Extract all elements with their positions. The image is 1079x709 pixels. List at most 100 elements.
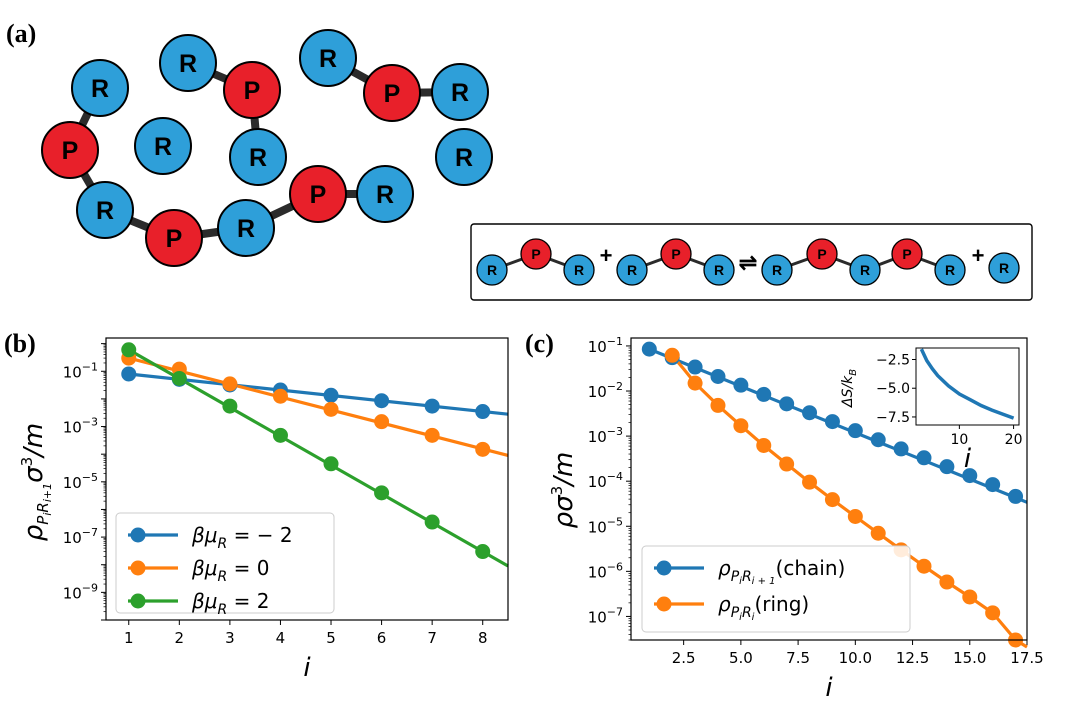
y-axis-label: ρσ3/m <box>548 452 579 529</box>
atom-r-4 <box>217 199 275 257</box>
x-tick-label: 4 <box>276 629 286 647</box>
y-tick-label: 10−7 <box>63 526 98 547</box>
atom-r-0 <box>71 59 129 117</box>
data-point-s0-10 <box>870 432 886 448</box>
data-point-s2-4 <box>323 456 339 472</box>
x-tick-label: 3 <box>225 629 235 647</box>
atom-label: R <box>91 75 109 103</box>
x-tick-label: 5 <box>326 629 336 647</box>
x-tick-label: 7 <box>427 629 437 647</box>
y-tick-label: 10−5 <box>588 515 623 536</box>
data-point-s0-12 <box>916 450 932 466</box>
data-point-s1-7 <box>475 441 491 457</box>
data-point-s1-1 <box>687 375 703 391</box>
atom-r-11 <box>299 29 357 87</box>
atom-label: R <box>376 181 394 209</box>
mol3-atom-r-2 <box>849 254 881 286</box>
data-point-s1-3 <box>733 418 749 434</box>
x-tick-label: 2.5 <box>672 649 696 667</box>
atom-label: R <box>860 262 870 278</box>
data-point-s0-8 <box>824 414 840 430</box>
atom-label: R <box>451 79 469 107</box>
data-point-s0-3 <box>710 368 726 384</box>
x-tick-label: 1 <box>124 629 134 647</box>
atom-label: P <box>817 246 826 262</box>
data-point-s0-2 <box>687 359 703 375</box>
y-tick-label: 10−9 <box>63 581 98 602</box>
atom-label: R <box>455 144 473 172</box>
atom-r-7 <box>159 34 217 92</box>
data-point-s1-3 <box>272 388 288 404</box>
legend-label-0: βμR = − 2 <box>191 523 293 552</box>
data-point-s0-16 <box>1008 488 1024 504</box>
atom-label: R <box>96 197 114 225</box>
plot-frame <box>630 337 1028 641</box>
atom-label: P <box>244 77 261 105</box>
data-point-s1-2 <box>710 397 726 413</box>
data-point-s1-8 <box>847 508 863 524</box>
mol1-atom-r-2 <box>563 254 595 286</box>
x-axis-label: i <box>825 673 833 703</box>
mol2-atom-p-1 <box>660 238 692 270</box>
x-tick-label: 7.5 <box>786 649 810 667</box>
atom-label: P <box>384 80 401 108</box>
data-point-s0-4 <box>323 387 339 403</box>
mol3-atom-r-4 <box>934 254 966 286</box>
atom-label: R <box>179 50 197 78</box>
panel-label-b: (b) <box>4 329 36 358</box>
data-point-s0-0 <box>641 341 657 357</box>
atom-label: R <box>249 144 267 172</box>
data-point-s1-6 <box>802 474 818 490</box>
data-point-s1-12 <box>939 574 955 590</box>
atom-r-13 <box>431 63 489 121</box>
inset-y-label: ΔS/kB <box>840 369 859 408</box>
plus-sign-1: + <box>600 243 613 268</box>
inset-y-tick-label: −5.0 <box>876 381 910 397</box>
y-tick-label: 10−3 <box>588 425 623 446</box>
data-point-s0-5 <box>756 386 772 402</box>
mol3-atom-r-0 <box>761 254 793 286</box>
data-point-s0-6 <box>424 398 440 414</box>
legend-marker-0 <box>656 560 672 576</box>
data-point-s0-7 <box>475 404 491 420</box>
inset-x-tick-label: 10 <box>950 432 968 448</box>
y-tick-label: 10−5 <box>63 471 98 492</box>
data-point-s1-13 <box>962 589 978 605</box>
inset-y-tick-label: −2.5 <box>876 352 910 368</box>
x-tick-label: 10.0 <box>839 649 872 667</box>
series-line-1 <box>128 356 509 457</box>
x-tick-label: 5.0 <box>729 649 753 667</box>
atom-label: R <box>154 133 172 161</box>
data-point-s2-2 <box>222 398 238 414</box>
y-tick-label: 10−4 <box>588 470 623 491</box>
data-point-s2-0 <box>121 342 137 358</box>
data-point-s1-5 <box>779 456 795 472</box>
y-axis-label: ρPiRi+1σ3/m <box>18 423 54 541</box>
data-point-s2-3 <box>272 427 288 443</box>
y-tick-label: 10−1 <box>63 360 98 381</box>
atom-r-2 <box>76 181 134 239</box>
panel-label-c: (c) <box>525 329 554 358</box>
mol1-atom-r-0 <box>476 254 508 286</box>
atom-label: P <box>166 225 183 253</box>
y-tick-label: 10−1 <box>588 335 623 356</box>
atom-label: P <box>310 181 327 209</box>
data-point-s1-11 <box>916 558 932 574</box>
legend-marker-2 <box>130 593 146 609</box>
mol3-atom-p-1 <box>806 238 838 270</box>
x-tick-label: 15.0 <box>953 649 986 667</box>
data-point-s2-1 <box>171 370 187 386</box>
y-tick-label: 10−3 <box>63 416 98 437</box>
data-point-s1-4 <box>323 401 339 417</box>
atom-label: R <box>627 262 637 278</box>
atom-r-14 <box>435 128 493 186</box>
data-point-s0-9 <box>847 423 863 439</box>
plot-frame <box>105 337 509 621</box>
data-point-s1-6 <box>424 427 440 443</box>
data-point-s1-0 <box>664 347 680 363</box>
data-point-s0-4 <box>733 377 749 393</box>
y-tick-label: 10−6 <box>588 560 623 581</box>
